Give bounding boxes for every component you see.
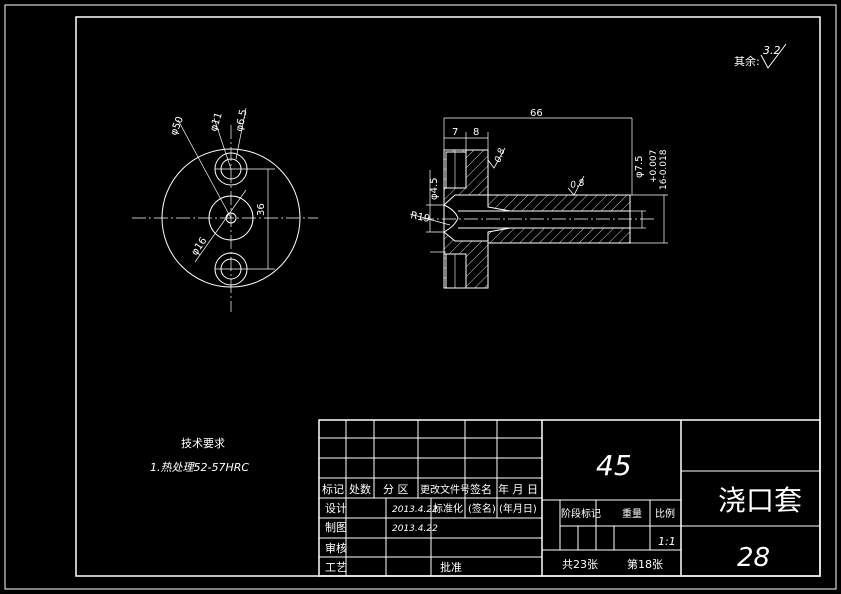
scale-label: 比例: [655, 507, 675, 520]
dim-phi16: φ16: [189, 236, 209, 258]
row-process-label: 工艺: [325, 561, 347, 574]
row-design-ymd: (年月日): [499, 502, 537, 515]
stage-label: 阶段标记: [561, 507, 601, 520]
front-view: [132, 107, 318, 312]
dim-7: 7: [452, 127, 458, 138]
roughness-shank: 0.8: [570, 178, 586, 191]
tech-req-line1: 1.热处理52-57HRC: [150, 461, 249, 474]
hdr-change-doc: 更改文件号: [420, 483, 470, 496]
tech-req-title: 技术要求: [181, 437, 225, 450]
row-design-date: 2013.4.22: [392, 505, 438, 515]
hdr-sign: 签名: [470, 482, 492, 496]
dim-36: 36: [256, 203, 267, 216]
hdr-zone: 分 区: [383, 483, 409, 496]
dim-66: 66: [530, 108, 543, 119]
dim-phi6-5: φ6.5: [234, 108, 249, 132]
sheets-total: 共23张: [562, 558, 598, 571]
part-name: 浇口套: [718, 484, 802, 517]
outer-border: [4, 4, 837, 590]
hdr-date: 年 月 日: [498, 482, 538, 496]
dim-phi50: φ50: [169, 115, 186, 137]
dim-r19: R19: [409, 210, 431, 225]
row-approve-label: 批准: [440, 560, 462, 574]
row-draw-date: 2013.4.22: [392, 524, 438, 534]
tol-upper: +0.007: [649, 150, 659, 183]
dim-phi11: φ11: [208, 111, 224, 133]
material: 45: [596, 449, 632, 482]
roughness-value: 3.2: [763, 44, 781, 57]
weight-label: 重量: [622, 507, 642, 520]
roughness-symbol-icon: [760, 43, 787, 69]
row-design-std: 标准化: [433, 502, 463, 515]
row-design-sign: (签名): [468, 502, 496, 515]
roughness-flange: 0.8: [493, 147, 507, 164]
scale-value: 1:1: [658, 535, 676, 548]
title-block-grid: [318, 419, 821, 577]
row-check-label: 审核: [325, 541, 347, 555]
tol-lower: 16-0.018: [659, 149, 669, 190]
row-draw-label: 制图: [325, 521, 347, 534]
row-design-label: 设计: [325, 502, 347, 515]
section-view: [409, 117, 668, 289]
hdr-count: 处数: [349, 483, 371, 496]
roughness-note: 其余:: [734, 54, 760, 68]
dim-phi7-5: φ7.5: [634, 156, 645, 179]
drawing-number: 28: [737, 543, 770, 573]
sheet-number: 第18张: [627, 557, 663, 571]
dim-phi4-5: φ4.5: [429, 178, 440, 201]
dim-8: 8: [473, 127, 479, 138]
hdr-mark: 标记: [322, 482, 344, 496]
